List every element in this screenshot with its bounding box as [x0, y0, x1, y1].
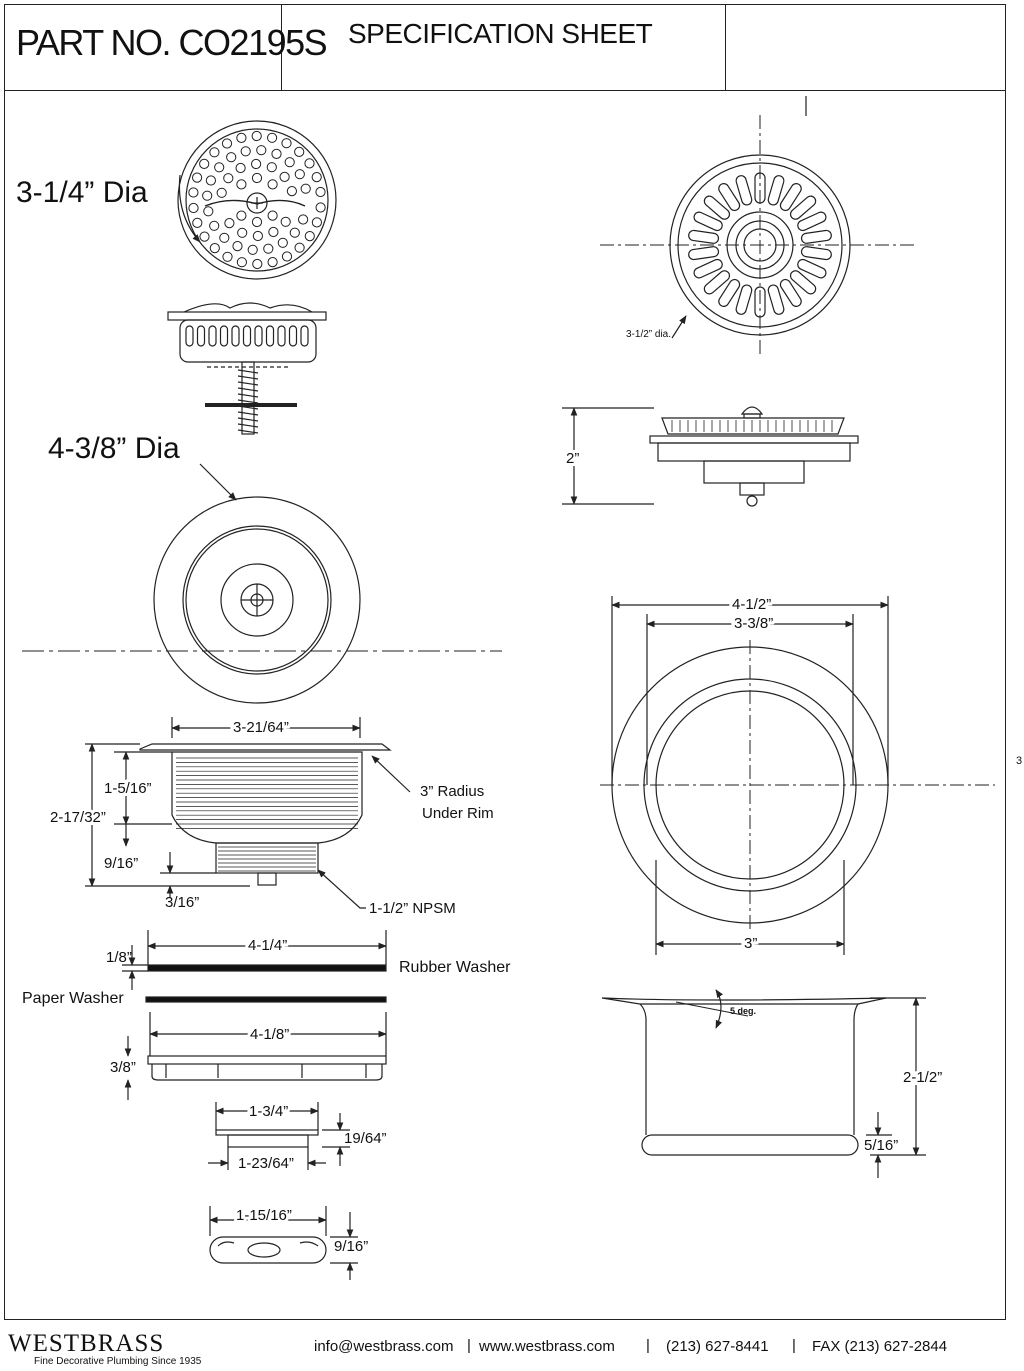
flange-outer-label: 4-1/2”	[732, 596, 771, 613]
sleeve-side-view	[601, 997, 887, 1156]
paper-washer	[145, 996, 387, 1003]
under-rim-label: Under Rim	[422, 805, 494, 822]
footer-separator: |	[467, 1337, 471, 1354]
rubber-thickness-label: 1/8”	[106, 949, 132, 966]
header-divider	[4, 90, 1006, 91]
phone-number: (213) 627-8441	[666, 1338, 769, 1355]
sheet-border	[4, 4, 1006, 1320]
total-height-label: 2-17/32”	[50, 809, 106, 826]
footer-separator: |	[646, 1337, 650, 1354]
mounting-nut	[147, 1055, 387, 1081]
header-part-cell	[4, 4, 282, 91]
stopper-height-label: 2”	[566, 450, 579, 467]
sleeve-bead-label: 5/16”	[864, 1137, 898, 1154]
radius-label: 3” Radius	[420, 783, 484, 800]
sleeve-height-label: 2-1/2”	[903, 1069, 942, 1086]
stopper-side-view	[649, 406, 859, 507]
edge-mark: 3	[1016, 755, 1022, 767]
nub-height-label: 3/16”	[165, 894, 199, 911]
flange-top-view	[153, 496, 361, 704]
email-link[interactable]: info@westbrass.com	[314, 1338, 454, 1355]
footer-separator: |	[792, 1337, 796, 1354]
ring-top-width-label: 1-3/4”	[249, 1103, 288, 1120]
basket-dia-label: 3-1/4” Dia	[16, 176, 148, 209]
flange-inner-label: 3-3/8”	[734, 615, 773, 632]
part-number: PART NO. CO2195S	[16, 22, 328, 63]
sheet-title: SPECIFICATION SHEET	[348, 18, 653, 49]
technical-drawing: 3-1/4” Dia 4-3/8” Dia 3-21/64” 2-17/3	[16, 96, 1022, 1280]
brand-tagline: Fine Decorative Plumbing Since 1935	[34, 1356, 202, 1367]
footer: WESTBRASS Fine Decorative Plumbing Since…	[0, 1322, 1024, 1371]
ring-bottom-width-label: 1-23/64”	[238, 1155, 294, 1172]
nut-height-label: 3/8”	[110, 1059, 136, 1076]
fax-number: FAX (213) 627-2844	[812, 1338, 948, 1355]
lower-height-label: 9/16”	[104, 855, 138, 872]
paper-washer-label: Paper Washer	[22, 990, 124, 1007]
rubber-width-label: 4-1/4”	[248, 937, 287, 954]
angle-label: 5 deg.	[730, 1006, 756, 1016]
basket-side-view	[167, 302, 327, 435]
stopper-dia-label: 3-1/2” dia.	[626, 329, 671, 340]
friction-ring	[215, 1129, 319, 1148]
body-width-label: 3-21/64”	[233, 719, 289, 736]
ring-height-label: 19/64”	[344, 1130, 387, 1147]
brand-logo: WESTBRASS	[8, 1330, 165, 1357]
flange-dia-label: 4-3/8” Dia	[48, 432, 180, 465]
gasket	[209, 1236, 327, 1264]
flange-bottom-label: 3”	[744, 935, 757, 952]
npsm-label: 1-1/2” NPSM	[369, 900, 456, 917]
gasket-height-label: 9/16”	[334, 1238, 368, 1255]
basket-top-view	[177, 120, 337, 280]
website-link[interactable]: www.westbrass.com	[479, 1338, 615, 1355]
nut-width-label: 4-1/8”	[250, 1026, 289, 1043]
basket-dia-leader	[178, 174, 201, 243]
body-side-view	[139, 743, 392, 886]
flange-dia-leader	[199, 463, 237, 501]
header-title-cell	[280, 4, 726, 91]
gasket-width-label: 1-15/16”	[236, 1207, 292, 1224]
upper-height-label: 1-5/16”	[104, 780, 152, 797]
rubber-washer-label: Rubber Washer	[399, 959, 511, 976]
rubber-washer	[147, 964, 387, 972]
